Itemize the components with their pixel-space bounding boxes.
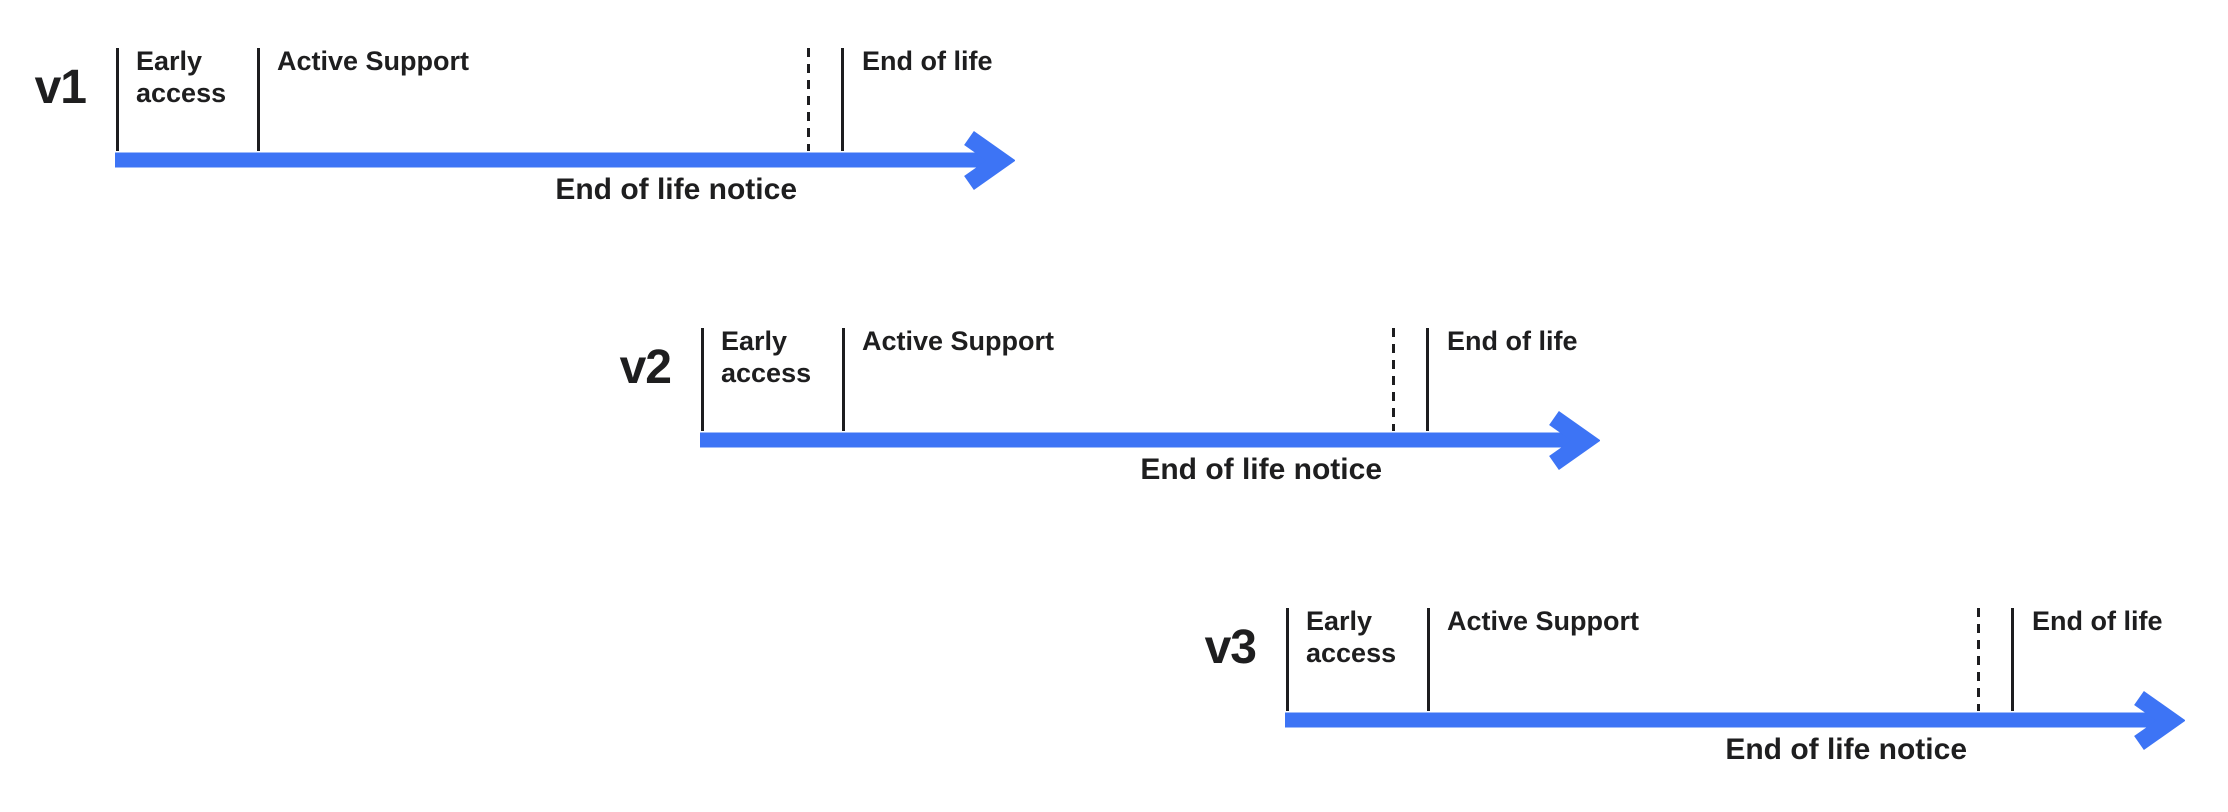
phase-label-end-of-life: End of life bbox=[2032, 606, 2163, 636]
timeline-arrow-icon bbox=[1285, 691, 2185, 750]
early-access-start-tick bbox=[1286, 608, 1289, 711]
phase-label-eol-notice: End of life notice bbox=[1140, 453, 1382, 486]
early-access-start-tick bbox=[701, 328, 704, 431]
timeline-row-v2: v2 Early access Active Support End of li… bbox=[620, 326, 1642, 503]
phase-label-end-of-life: End of life bbox=[862, 46, 993, 76]
phase-label-active-support: Active Support bbox=[862, 326, 1055, 356]
active-support-start-tick bbox=[842, 328, 845, 431]
phase-label-active-support: Active Support bbox=[277, 46, 470, 76]
eol-notice-dashed-tick bbox=[1392, 328, 1395, 431]
end-of-life-tick bbox=[841, 48, 844, 151]
eol-notice-dashed-tick bbox=[1977, 608, 1980, 711]
eol-notice-dashed-tick bbox=[807, 48, 810, 151]
early-access-start-tick bbox=[116, 48, 119, 151]
timeline-row-v3: v3 Early access Active Support End of li… bbox=[1205, 606, 2227, 783]
end-of-life-tick bbox=[1426, 328, 1429, 431]
phase-label-eol-notice: End of life notice bbox=[1725, 733, 1967, 766]
version-label: v1 bbox=[34, 61, 87, 114]
phase-label-active-support: Active Support bbox=[1447, 606, 1640, 636]
version-label: v3 bbox=[1204, 621, 1257, 674]
timeline-arrow-icon bbox=[115, 131, 1015, 190]
version-label: v2 bbox=[619, 341, 672, 394]
end-of-life-tick bbox=[2011, 608, 2014, 711]
phase-label-early-access: Early access bbox=[721, 326, 812, 388]
active-support-start-tick bbox=[1427, 608, 1430, 711]
phase-label-early-access: Early access bbox=[1306, 606, 1397, 668]
phase-label-eol-notice: End of life notice bbox=[555, 173, 797, 206]
active-support-start-tick bbox=[257, 48, 260, 151]
timeline-arrow-icon bbox=[700, 411, 1600, 470]
phase-label-end-of-life: End of life bbox=[1447, 326, 1578, 356]
phase-label-early-access: Early access bbox=[136, 46, 227, 108]
timeline-row-v1: v1 Early access Active Support End of li… bbox=[35, 46, 1057, 223]
